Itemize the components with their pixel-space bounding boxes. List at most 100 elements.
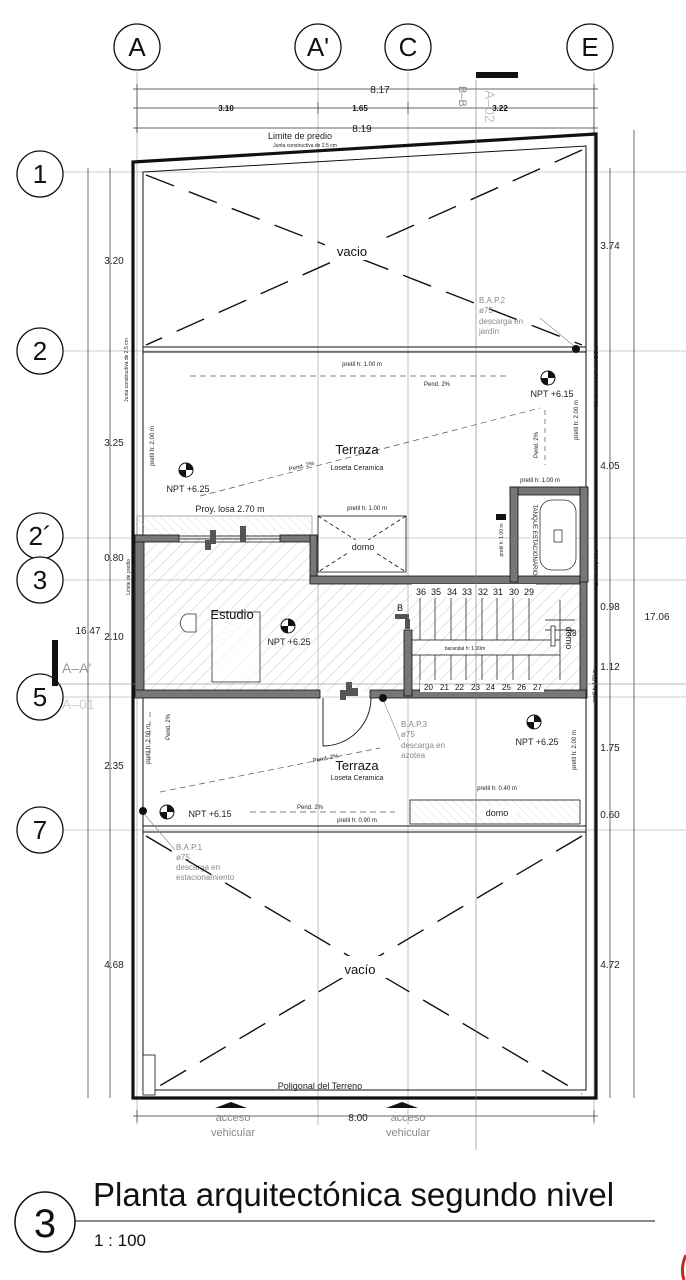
junta-side-label: Junta constructiva de 2.5 cm: [124, 338, 130, 402]
svg-text:20: 20: [424, 683, 433, 692]
svg-text:5: 5: [33, 682, 47, 712]
npt-label-3: NPT +6.25: [267, 637, 310, 647]
study-walls: [134, 534, 588, 699]
dim-right-4: 1.12: [600, 662, 620, 673]
study-door: [322, 697, 372, 747]
grid-bubble-3: 3: [16, 556, 64, 604]
pend-label-4: Pend. 2%: [312, 753, 339, 764]
barandal-bg: [430, 643, 500, 653]
svg-text:descarga en: descarga en: [479, 317, 523, 326]
dim-top-total-2: 8.19: [352, 124, 372, 135]
svg-text:2: 2: [33, 336, 47, 366]
access-2-label: acceso: [391, 1112, 426, 1124]
skylight-3-label-bg: [478, 806, 516, 818]
void-bottom-label-bg: [331, 956, 391, 978]
terraza-upper-sub: Loseta Ceramica: [331, 465, 384, 472]
tank-room: [496, 486, 589, 583]
poligonal-label: Poligonal del Terreno: [278, 1081, 362, 1091]
pretil-label-3: pretil h: 1.00 m: [520, 478, 560, 484]
grid-bubble-A: A: [113, 23, 161, 71]
svg-text:22: 22: [455, 683, 464, 692]
pend-label-1: Pend. 2%: [424, 382, 451, 388]
svg-text:jardín: jardín: [478, 327, 499, 336]
npt-label-1: NPT +6.15: [530, 389, 573, 399]
grid-bubble-A-prime: A': [294, 23, 342, 71]
svg-text:24: 24: [486, 683, 495, 692]
svg-text:29: 29: [524, 587, 534, 597]
pend-label-6: Pend. 2%: [297, 805, 324, 811]
svg-text:34: 34: [447, 587, 457, 597]
pend-label-3: Pend. 2%: [534, 431, 540, 458]
dim-right-3: 0.98: [600, 602, 620, 613]
dim-left-2: 3.25: [104, 438, 124, 449]
void-top-label: vacio: [337, 244, 367, 259]
tank-label: TANQUE ESTACIONARIO: [531, 504, 537, 575]
grid-bubble-C: C: [384, 23, 432, 71]
section-aa-ghost: A–01: [62, 696, 95, 712]
svg-text:A: A: [128, 32, 146, 62]
svg-text:36: 36: [416, 587, 426, 597]
svg-text:31: 31: [493, 587, 503, 597]
void-bottom-label: vacío: [344, 962, 375, 977]
level-marker-4: [526, 714, 542, 730]
pretil-v-label-2: pretil h: 2.00 m: [574, 400, 580, 440]
slope-line-4: [159, 747, 381, 793]
slope-line-2: [199, 407, 541, 497]
grid-bubble-E: E: [566, 23, 614, 71]
dim-left-6: 4.68: [104, 960, 124, 971]
grid-bubble-2-prime: 2´: [16, 512, 64, 560]
svg-text:azotea: azotea: [401, 751, 426, 760]
svg-text:B.A.P.2: B.A.P.2: [479, 296, 506, 305]
stair-marker-B: B: [397, 603, 403, 613]
limite-predio-side-left: Limite de predio: [126, 559, 132, 595]
svg-text:30: 30: [509, 587, 519, 597]
dim-right-total: 17.06: [644, 612, 669, 623]
npt-label-5: NPT +6.15: [188, 809, 231, 819]
barandal-label: barandal h: 1.00m: [445, 646, 485, 652]
scale-label: 1 : 100: [94, 1231, 146, 1250]
pend-label-2: Pend. 2%: [288, 461, 315, 473]
dim-right-1: 3.74: [600, 241, 620, 252]
study-columns: [205, 526, 358, 700]
dim-top-seg-1: 3.10: [218, 104, 234, 113]
dim-left-3: 0.80: [104, 553, 124, 564]
svg-text:1: 1: [33, 159, 47, 189]
pretil-v-label-1: pretil h: 2.00 m: [150, 426, 156, 466]
proy-losa-band: [136, 515, 313, 537]
access-1-label: acceso: [216, 1112, 251, 1124]
svg-text:35: 35: [431, 587, 441, 597]
pend-label-5: Pend. 2%: [166, 713, 172, 740]
pretil-v-label-4: pretil h: 2.00 m: [572, 730, 578, 770]
study-label: Estudio: [210, 607, 253, 622]
dim-left-4: 2.10: [104, 632, 124, 643]
svg-text:21: 21: [440, 683, 449, 692]
pretil-v-label-5: pretil h: 1.00 m: [499, 523, 505, 556]
dim-top-total-1: 8.17: [370, 85, 390, 96]
void-top-label-bg: [325, 238, 385, 260]
bap3-note: B.A.P.3 ø75 descarga en azotea: [383, 701, 445, 760]
skylight-2-label: domo: [564, 627, 574, 650]
npt-label-4: NPT +6.25: [515, 737, 558, 747]
level-marker-2: [178, 462, 194, 478]
study-furniture: [180, 611, 261, 683]
svg-text:3: 3: [33, 565, 47, 595]
dim-left-5: 2.35: [104, 761, 124, 772]
grid-bubble-5: 5: [16, 673, 64, 721]
svg-text:estacionamiento: estacionamiento: [176, 873, 235, 882]
dim-right-7: 4.72: [600, 960, 620, 971]
level-marker-5: [159, 804, 175, 820]
corner-mark: [680, 1254, 686, 1280]
svg-text:33: 33: [462, 587, 472, 597]
drain-bap3: [379, 694, 387, 702]
pretil-label-1: pretil h: 1.00 m: [342, 362, 382, 368]
title-number: 3: [34, 1202, 56, 1246]
level-marker-1: [540, 370, 556, 386]
left-dimensions: [87, 168, 111, 1098]
svg-text:27: 27: [533, 683, 542, 692]
svg-text:25: 25: [502, 683, 511, 692]
bap1-note: B.A.P.1 ø75 descarga en estacionamiento: [144, 814, 235, 882]
dim-top-seg-3: 3.22: [492, 104, 508, 113]
skylight-3-label: domo: [486, 808, 509, 818]
svg-text:ø75: ø75: [176, 853, 190, 862]
